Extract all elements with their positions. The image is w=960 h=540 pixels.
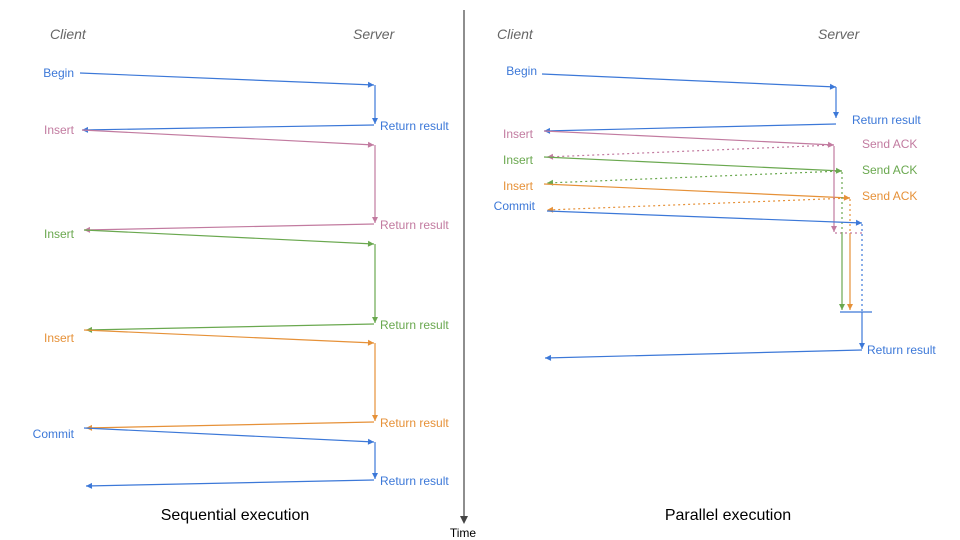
par-commit-process-arrowhead — [859, 343, 865, 349]
par-begin-return-label: Return result — [852, 113, 921, 127]
seq-request-arrow — [83, 229, 375, 245]
par-begin-return — [543, 123, 837, 132]
seq-process-arrow-arrowhead — [372, 118, 378, 124]
par-final-return-arrowhead — [545, 354, 552, 361]
par-ack-label-2: Send ACK — [862, 189, 917, 203]
arrows — [79, 72, 872, 489]
par-ack-label-0: Send ACK — [862, 137, 917, 151]
seq-return-arrow — [85, 421, 375, 429]
par-insert-arrow-arrowhead — [827, 141, 834, 148]
seq-label-1: Insert — [44, 123, 75, 137]
par-pink-process-arrowhead — [831, 226, 837, 232]
seq-request-arrow-arrowhead — [367, 240, 374, 247]
par-begin-arrow-arrowhead — [829, 83, 836, 90]
par-begin-arrow — [541, 73, 837, 88]
seq-return-label-2: Return result — [380, 318, 449, 332]
seq-request-arrow — [83, 329, 375, 344]
seq-label-0: Begin — [43, 66, 74, 80]
par-client-header: Client — [497, 26, 534, 42]
par-label-2: Insert — [503, 153, 534, 167]
par-commit-arrow-arrowhead — [855, 219, 862, 226]
seq-return-arrow — [85, 479, 375, 487]
seq-server-header: Server — [353, 26, 396, 42]
par-ack-arrow — [546, 197, 851, 211]
seq-label-3: Insert — [44, 331, 75, 345]
seq-process-arrow-arrowhead — [372, 317, 378, 323]
par-green-process-arrowhead — [839, 304, 845, 310]
seq-return-arrow — [81, 124, 375, 131]
seq-return-label-0: Return result — [380, 119, 449, 133]
par-final-return — [544, 349, 863, 359]
par-insert-arrow — [543, 183, 851, 199]
seq-request-arrow — [79, 72, 375, 86]
par-insert-arrow — [543, 156, 843, 172]
seq-request-arrow-arrowhead — [367, 141, 374, 148]
seq-client-header: Client — [50, 26, 87, 42]
par-label-0: Begin — [506, 64, 537, 78]
seq-request-arrow — [81, 129, 375, 146]
seq-return-arrow — [85, 323, 375, 331]
par-ack-label-1: Send ACK — [862, 163, 917, 177]
par-commit-arrow — [546, 210, 863, 224]
par-ack-arrow — [546, 170, 843, 184]
par-insert-arrow-arrowhead — [835, 167, 842, 174]
par-ack-arrow-arrowhead — [547, 206, 554, 213]
par-caption: Parallel execution — [665, 507, 791, 524]
seq-process-arrow-arrowhead — [372, 473, 378, 479]
time-label: Time — [450, 526, 477, 540]
seq-process-arrow-arrowhead — [372, 217, 378, 223]
par-label-3: Insert — [503, 179, 534, 193]
seq-return-label-1: Return result — [380, 218, 449, 232]
par-begin-process-arrowhead — [833, 112, 839, 118]
seq-return-label-3: Return result — [380, 416, 449, 430]
par-insert-arrow — [543, 130, 835, 146]
seq-return-label-4: Return result — [380, 474, 449, 488]
par-orange-process-arrowhead — [847, 304, 853, 310]
par-final-return-label: Return result — [867, 343, 936, 357]
seq-request-arrow-arrowhead — [367, 81, 374, 88]
par-ack-arrow — [546, 144, 835, 158]
seq-process-arrow-arrowhead — [372, 415, 378, 421]
seq-request-arrow — [83, 427, 375, 443]
seq-label-2: Insert — [44, 227, 75, 241]
par-label-1: Insert — [503, 127, 534, 141]
seq-caption: Sequential execution — [161, 507, 310, 524]
time-arrowhead — [460, 516, 468, 524]
seq-request-arrow-arrowhead — [367, 339, 374, 346]
seq-return-arrow — [83, 223, 375, 231]
par-label-4: Commit — [494, 199, 536, 213]
seq-request-arrow-arrowhead — [367, 438, 374, 445]
par-server-header: Server — [818, 26, 861, 42]
seq-return-arrow-arrowhead — [86, 482, 93, 489]
seq-label-4: Commit — [33, 427, 75, 441]
par-insert-arrow-arrowhead — [843, 194, 850, 201]
